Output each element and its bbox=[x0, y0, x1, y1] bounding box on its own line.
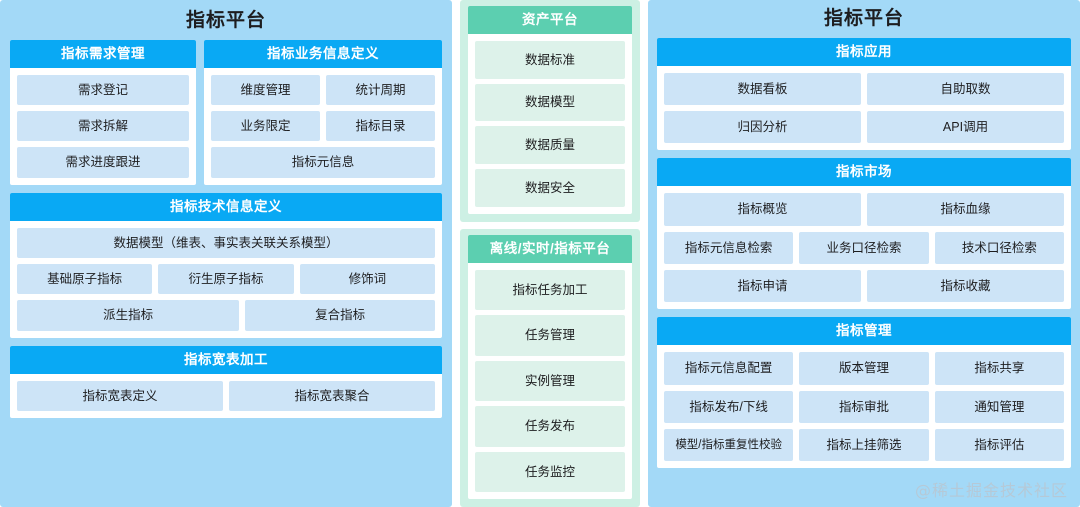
cell-metadata-search[interactable]: 指标元信息检索 bbox=[664, 231, 794, 265]
cell-duplicate-check[interactable]: 模型/指标重复性校验 bbox=[664, 429, 794, 462]
cell-data-model[interactable]: 数据模型 bbox=[475, 83, 625, 122]
cell-metric-sharing[interactable]: 指标共享 bbox=[934, 352, 1064, 385]
cell-metric-catalog[interactable]: 指标目录 bbox=[326, 111, 435, 142]
cell-metadata-config[interactable]: 指标元信息配置 bbox=[664, 352, 794, 385]
card-body: 数据看板 自助取数 归因分析 API调用 bbox=[657, 66, 1071, 151]
cell-base-atomic-metric[interactable]: 基础原子指标 bbox=[17, 264, 153, 295]
cell-row: 派生指标 复合指标 bbox=[17, 300, 435, 331]
card-metric-business-info-def: 指标业务信息定义 维度管理 统计周期 业务限定 指标目录 指标元 bbox=[204, 39, 442, 185]
cell-row: 指标宽表定义 指标宽表聚合 bbox=[17, 380, 435, 412]
left-top-row: 指标需求管理 需求登记 需求拆解 需求进度跟进 指标业务信息定义 维度管理 bbox=[10, 39, 442, 185]
cell-row: 维度管理 统计周期 bbox=[211, 74, 435, 106]
cell-attribution-analysis[interactable]: 归因分析 bbox=[664, 111, 861, 144]
cell-requirement-progress[interactable]: 需求进度跟进 bbox=[17, 147, 189, 178]
cell-dimension-mgmt[interactable]: 维度管理 bbox=[211, 74, 320, 106]
cell-business-caliber-search[interactable]: 业务口径检索 bbox=[799, 231, 929, 265]
cell-metric-task-processing[interactable]: 指标任务加工 bbox=[475, 269, 625, 311]
card-header: 指标管理 bbox=[657, 317, 1071, 346]
cell-metric-metadata[interactable]: 指标元信息 bbox=[211, 147, 435, 178]
cell-api-call[interactable]: API调用 bbox=[867, 111, 1064, 144]
card-body: 指标概览 指标血缘 指标元信息检索 业务口径检索 技术口径检索 指标申请 指标收… bbox=[657, 186, 1071, 309]
cell-row: 归因分析 API调用 bbox=[664, 111, 1064, 144]
cell-row: 指标元信息 bbox=[211, 147, 435, 178]
cell-statistic-period[interactable]: 统计周期 bbox=[326, 74, 435, 106]
cell-row: 指标元信息检索 业务口径检索 技术口径检索 bbox=[664, 231, 1064, 265]
card-header: 指标业务信息定义 bbox=[204, 39, 442, 68]
card-metric-tech-info-def: 指标技术信息定义 数据模型（维表、事实表关联关系模型） 基础原子指标 衍生原子指… bbox=[10, 192, 442, 338]
panel-right-metric-platform: 指标平台 指标应用 数据看板 自助取数 归因分析 API调用 指标市场 bbox=[648, 0, 1080, 507]
cell-data-security[interactable]: 数据安全 bbox=[475, 169, 625, 208]
cell-row: 模型/指标重复性校验 指标上挂筛选 指标评估 bbox=[664, 429, 1064, 462]
cell-data-standard[interactable]: 数据标准 bbox=[475, 40, 625, 79]
cell-task-publish[interactable]: 任务发布 bbox=[475, 406, 625, 447]
panel-offline-realtime-metric-platform: 离线/实时/指标平台 指标任务加工 任务管理 实例管理 任务发布 任务监控 bbox=[460, 229, 640, 507]
card-metric-management: 指标管理 指标元信息配置 版本管理 指标共享 指标发布/下线 指标审批 通知管理… bbox=[657, 317, 1071, 469]
cell-row: 指标申请 指标收藏 bbox=[664, 270, 1064, 303]
cell-wide-table-aggregation[interactable]: 指标宽表聚合 bbox=[229, 380, 435, 412]
cell-requirement-registration[interactable]: 需求登记 bbox=[17, 74, 189, 106]
card-body: 数据模型（维表、事实表关联关系模型） 基础原子指标 衍生原子指标 修饰词 派生指… bbox=[10, 221, 442, 338]
card-metric-wide-table-processing: 指标宽表加工 指标宽表定义 指标宽表聚合 bbox=[10, 345, 442, 419]
cell-row: 数据看板 自助取数 bbox=[664, 72, 1064, 106]
cell-data-quality[interactable]: 数据质量 bbox=[475, 126, 625, 165]
cell-row: 数据模型（维表、事实表关联关系模型） bbox=[17, 227, 435, 259]
card-body: 数据标准 数据模型 数据质量 数据安全 bbox=[468, 34, 632, 214]
cell-row: 指标发布/下线 指标审批 通知管理 bbox=[664, 390, 1064, 424]
card-body: 维度管理 统计周期 业务限定 指标目录 指标元信息 bbox=[204, 68, 442, 185]
cell-notification-management[interactable]: 通知管理 bbox=[934, 390, 1064, 424]
card-header: 指标需求管理 bbox=[10, 39, 196, 68]
cell-row: 指标概览 指标血缘 bbox=[664, 193, 1064, 226]
card-header: 指标应用 bbox=[657, 37, 1071, 66]
cell-row: 指标元信息配置 版本管理 指标共享 bbox=[664, 352, 1064, 385]
cell-modifier[interactable]: 修饰词 bbox=[299, 264, 435, 295]
cell-composite-metric[interactable]: 复合指标 bbox=[245, 300, 435, 331]
cell-tech-caliber-search[interactable]: 技术口径检索 bbox=[934, 231, 1064, 265]
card-body: 指标任务加工 任务管理 实例管理 任务发布 任务监控 bbox=[468, 263, 632, 499]
cell-metric-overview[interactable]: 指标概览 bbox=[664, 193, 861, 226]
cell-metric-approval[interactable]: 指标审批 bbox=[799, 390, 929, 424]
card-header: 指标市场 bbox=[657, 158, 1071, 187]
cell-task-monitoring[interactable]: 任务监控 bbox=[475, 451, 625, 493]
card-body: 指标元信息配置 版本管理 指标共享 指标发布/下线 指标审批 通知管理 模型/指… bbox=[657, 345, 1071, 468]
right-column: 指标平台 指标应用 数据看板 自助取数 归因分析 API调用 指标市场 bbox=[648, 0, 1080, 507]
card-body: 指标宽表定义 指标宽表聚合 bbox=[10, 374, 442, 418]
cell-business-qualifier[interactable]: 业务限定 bbox=[211, 111, 320, 142]
card-metric-marketplace: 指标市场 指标概览 指标血缘 指标元信息检索 业务口径检索 技术口径检索 指标申… bbox=[657, 158, 1071, 310]
cell-derivative-metric[interactable]: 派生指标 bbox=[17, 300, 240, 331]
cell-metric-publish-offline[interactable]: 指标发布/下线 bbox=[664, 390, 794, 424]
cell-instance-management[interactable]: 实例管理 bbox=[475, 360, 625, 402]
card-header: 资产平台 bbox=[468, 6, 632, 34]
right-panel-title: 指标平台 bbox=[823, 8, 904, 29]
card-metric-application: 指标应用 数据看板 自助取数 归因分析 API调用 bbox=[657, 37, 1071, 151]
cell-metric-favorites[interactable]: 指标收藏 bbox=[867, 270, 1064, 303]
cell-wide-table-definition[interactable]: 指标宽表定义 bbox=[17, 380, 223, 412]
card-header: 指标技术信息定义 bbox=[10, 192, 442, 221]
cell-metric-lineage[interactable]: 指标血缘 bbox=[867, 193, 1064, 226]
cell-task-management[interactable]: 任务管理 bbox=[475, 315, 625, 356]
cell-data-model[interactable]: 数据模型（维表、事实表关联关系模型） bbox=[17, 227, 435, 259]
cell-metric-application-request[interactable]: 指标申请 bbox=[664, 270, 861, 303]
cell-metric-evaluation[interactable]: 指标评估 bbox=[934, 429, 1064, 462]
card-asset-platform: 资产平台 数据标准 数据模型 数据质量 数据安全 bbox=[468, 6, 632, 214]
card-offline-realtime-metric-platform: 离线/实时/指标平台 指标任务加工 任务管理 实例管理 任务发布 任务监控 bbox=[468, 235, 632, 499]
cell-derived-atomic-metric[interactable]: 衍生原子指标 bbox=[158, 264, 294, 295]
cell-requirement-breakdown[interactable]: 需求拆解 bbox=[17, 111, 189, 142]
cell-metric-mount-filter[interactable]: 指标上挂筛选 bbox=[799, 429, 929, 462]
card-header: 指标宽表加工 bbox=[10, 345, 442, 374]
panel-asset-platform: 资产平台 数据标准 数据模型 数据质量 数据安全 bbox=[460, 0, 640, 222]
cell-data-dashboard[interactable]: 数据看板 bbox=[664, 72, 861, 106]
cell-self-service-query[interactable]: 自助取数 bbox=[867, 72, 1064, 106]
cell-row: 业务限定 指标目录 bbox=[211, 111, 435, 142]
card-header: 离线/实时/指标平台 bbox=[468, 235, 632, 263]
card-body: 需求登记 需求拆解 需求进度跟进 bbox=[10, 68, 196, 185]
cell-row: 基础原子指标 衍生原子指标 修饰词 bbox=[17, 264, 435, 295]
card-metric-requirement-mgmt: 指标需求管理 需求登记 需求拆解 需求进度跟进 bbox=[10, 39, 196, 185]
left-panel-title: 指标平台 bbox=[185, 10, 266, 31]
middle-column: 资产平台 数据标准 数据模型 数据质量 数据安全 离线/实时/指标平台 指标任务… bbox=[460, 0, 640, 507]
panel-left-metric-platform: 指标平台 指标需求管理 需求登记 需求拆解 需求进度跟进 指标业务信息 bbox=[0, 0, 452, 507]
cell-version-management[interactable]: 版本管理 bbox=[799, 352, 929, 385]
left-column: 指标平台 指标需求管理 需求登记 需求拆解 需求进度跟进 指标业务信息 bbox=[0, 0, 452, 507]
